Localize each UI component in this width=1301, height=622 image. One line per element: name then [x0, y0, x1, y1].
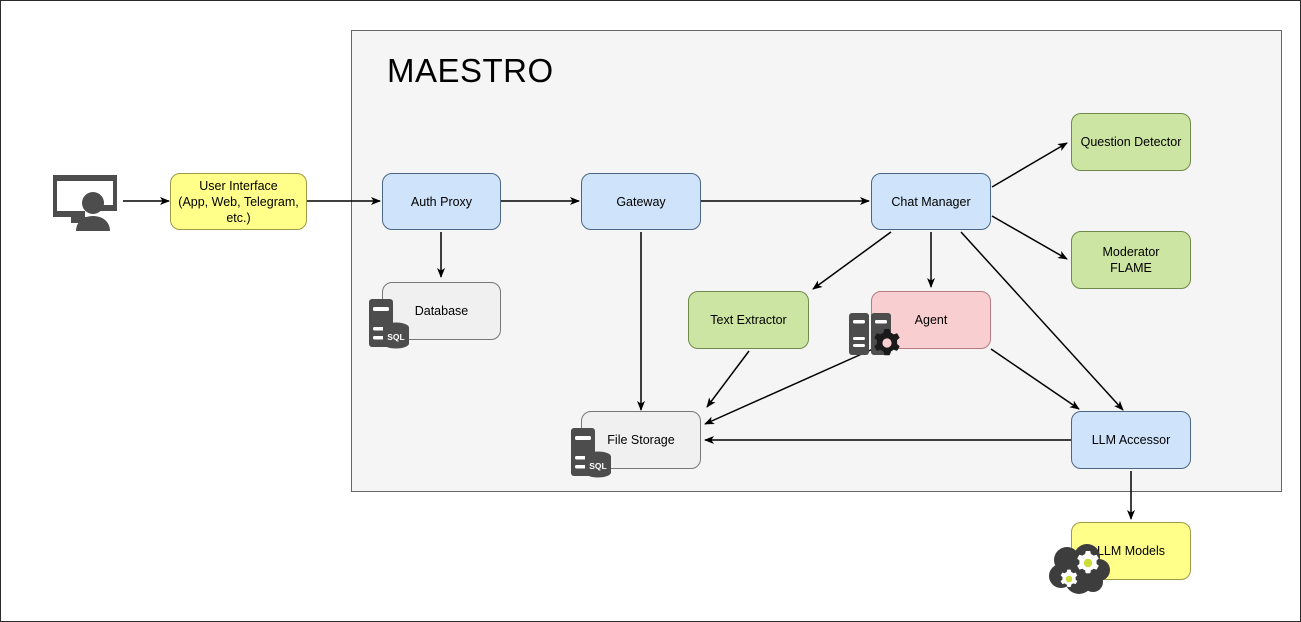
node-database[interactable]: Database [382, 282, 501, 340]
node-auth-proxy[interactable]: Auth Proxy [382, 173, 501, 230]
auth-proxy-label: Auth Proxy [410, 194, 473, 209]
user-interface-label-line2: (App, Web, Telegram, [178, 194, 299, 209]
file-storage-label: File Storage [607, 433, 675, 447]
user-interface-label-line3: etc.) [226, 210, 251, 225]
llm-accessor-label: LLM Accessor [1091, 433, 1171, 447]
database-label: Database [414, 304, 469, 318]
node-file-storage[interactable]: File Storage [581, 411, 701, 469]
maestro-group-title: MAESTRO [387, 52, 554, 89]
text-extractor-label: Text Extractor [710, 313, 787, 327]
user-monitor-icon [53, 175, 117, 231]
node-chat-manager[interactable]: Chat Manager [871, 173, 991, 230]
chat-manager-label: Chat Manager [891, 194, 971, 209]
node-llm-accessor[interactable]: LLM Accessor [1071, 411, 1191, 469]
agent-label: Agent [914, 313, 948, 327]
node-text-extractor[interactable]: Text Extractor [688, 291, 809, 349]
node-user-interface[interactable]: User Interface (App, Web, Telegram, etc.… [170, 173, 307, 230]
moderator-label-line2: FLAME [1110, 261, 1152, 275]
node-moderator-flame[interactable]: Moderator FLAME [1071, 231, 1191, 289]
node-agent[interactable]: Agent [871, 291, 991, 349]
gateway-label: Gateway [616, 194, 666, 209]
question-detector-label: Question Detector [1080, 135, 1182, 149]
user-interface-label-line1: User Interface [199, 178, 278, 193]
moderator-label-line1: Moderator [1102, 245, 1160, 259]
node-question-detector[interactable]: Question Detector [1071, 113, 1191, 171]
llm-models-label: LLM Models [1096, 544, 1166, 558]
node-llm-models[interactable]: LLM Models [1071, 522, 1191, 580]
node-gateway[interactable]: Gateway [581, 173, 701, 230]
